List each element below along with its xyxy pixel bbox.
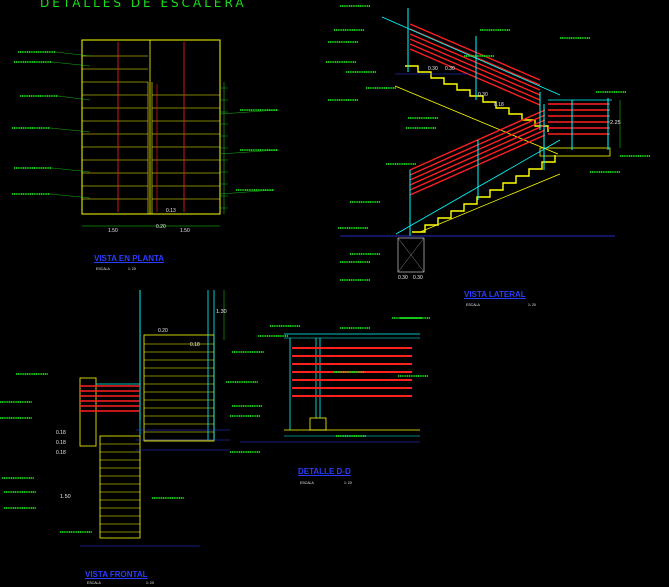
- side-dim-riser: 0.18: [494, 102, 504, 108]
- plan-dim-right: 1.50: [180, 228, 190, 234]
- front-dim-step: 0.18: [190, 342, 200, 348]
- plan-leader-line: [55, 51, 91, 57]
- view-title-lateral: VISTA LATERAL: [464, 290, 526, 299]
- side-upper-rail-bar: [409, 43, 541, 101]
- front-upper-steps: [144, 343, 214, 441]
- plan-leader-line: [57, 95, 91, 101]
- plan-dimension-ticks: [220, 87, 228, 209]
- view-title-planta: VISTA EN PLANTA: [94, 254, 165, 263]
- side-upper-rail-bar: [409, 23, 541, 81]
- plan-leader-line: [219, 109, 279, 115]
- scale-label-lateral: ESCALA: [466, 303, 480, 307]
- front-dim-height: 1.30: [216, 309, 227, 315]
- plan-leader-line: [51, 61, 91, 67]
- plan-dim-small: 0.13: [166, 208, 176, 214]
- detail-view: [230, 317, 430, 453]
- side-dim-tread-2: 0.30: [428, 66, 438, 72]
- front-upper-flight: [143, 334, 215, 442]
- front-dim-step-2: 0.18: [56, 440, 66, 446]
- front-dim-landing: 1.50: [60, 494, 71, 500]
- plan-leader-line: [219, 149, 279, 155]
- plan-dim-center: 0.20: [156, 224, 166, 230]
- scale-label-planta: ESCALA: [96, 267, 110, 271]
- side-upper-rail-bar: [409, 38, 541, 96]
- plan-leader-line: [49, 193, 91, 199]
- front-handrail-bars: [80, 385, 140, 412]
- lower-flight-profile: [412, 155, 556, 233]
- plan-dim-left: 1.50: [108, 228, 118, 234]
- front-dim-top: 0.20: [158, 328, 168, 334]
- footing: [397, 237, 425, 273]
- side-upper-rail-bar: [409, 48, 541, 106]
- scale-label-detalle: ESCALA: [300, 481, 314, 485]
- plan-leader-line: [219, 189, 275, 195]
- view-title-detalle: DETALLE D-D: [298, 467, 351, 476]
- plan-leader-line: [49, 127, 91, 133]
- side-dim-base-a: 0.30: [398, 275, 408, 281]
- scale-value-frontal: 1: 20: [146, 581, 154, 585]
- front-lower-steps: [100, 443, 140, 533]
- landing-slab: [539, 147, 611, 157]
- side-view: 0.30 0.30 0.18 0.30 2.25 0.30 0.30: [326, 5, 650, 281]
- plan-steps: [82, 55, 220, 200]
- view-title-frontal: VISTA FRONTAL: [85, 570, 148, 579]
- scale-value-planta: 1: 20: [128, 267, 136, 271]
- scale-value-detalle: 1: 20: [344, 481, 352, 485]
- detail-annotation-labels: [230, 317, 430, 453]
- drawing-title: DETALLES DE ESCALERA: [40, 0, 247, 10]
- front-dim-step-1: 0.18: [56, 430, 66, 436]
- detail-handrail-bars: [292, 347, 412, 397]
- side-annotation-labels: [326, 5, 650, 281]
- side-handrail-bars: [409, 23, 610, 196]
- side-posts: [407, 8, 609, 236]
- scale-value-lateral: 1: 20: [528, 303, 536, 307]
- side-dim-tread-3: 0.30: [478, 92, 488, 98]
- plan-view: 1.50 0.20 1.50 0.13: [12, 39, 279, 234]
- front-dim-step-3: 0.18: [56, 450, 66, 456]
- upper-flight-profile: [405, 65, 549, 132]
- scale-label-frontal: ESCALA: [87, 581, 101, 585]
- side-dim-base-b: 0.30: [413, 275, 423, 281]
- plan-leader-line: [51, 167, 91, 173]
- side-dim-tread: 0.30: [445, 66, 455, 72]
- front-lower-flight: [99, 435, 141, 539]
- side-dim-height: 2.25: [610, 120, 621, 126]
- plan-annotation-labels: [12, 51, 279, 199]
- front-annotation-labels: [0, 351, 264, 533]
- side-upper-rail-bar: [409, 33, 541, 91]
- front-view: 0.20 1.30 0.18 0.18 0.18 0.18 1.50: [0, 290, 264, 547]
- plan-outline: [81, 39, 221, 215]
